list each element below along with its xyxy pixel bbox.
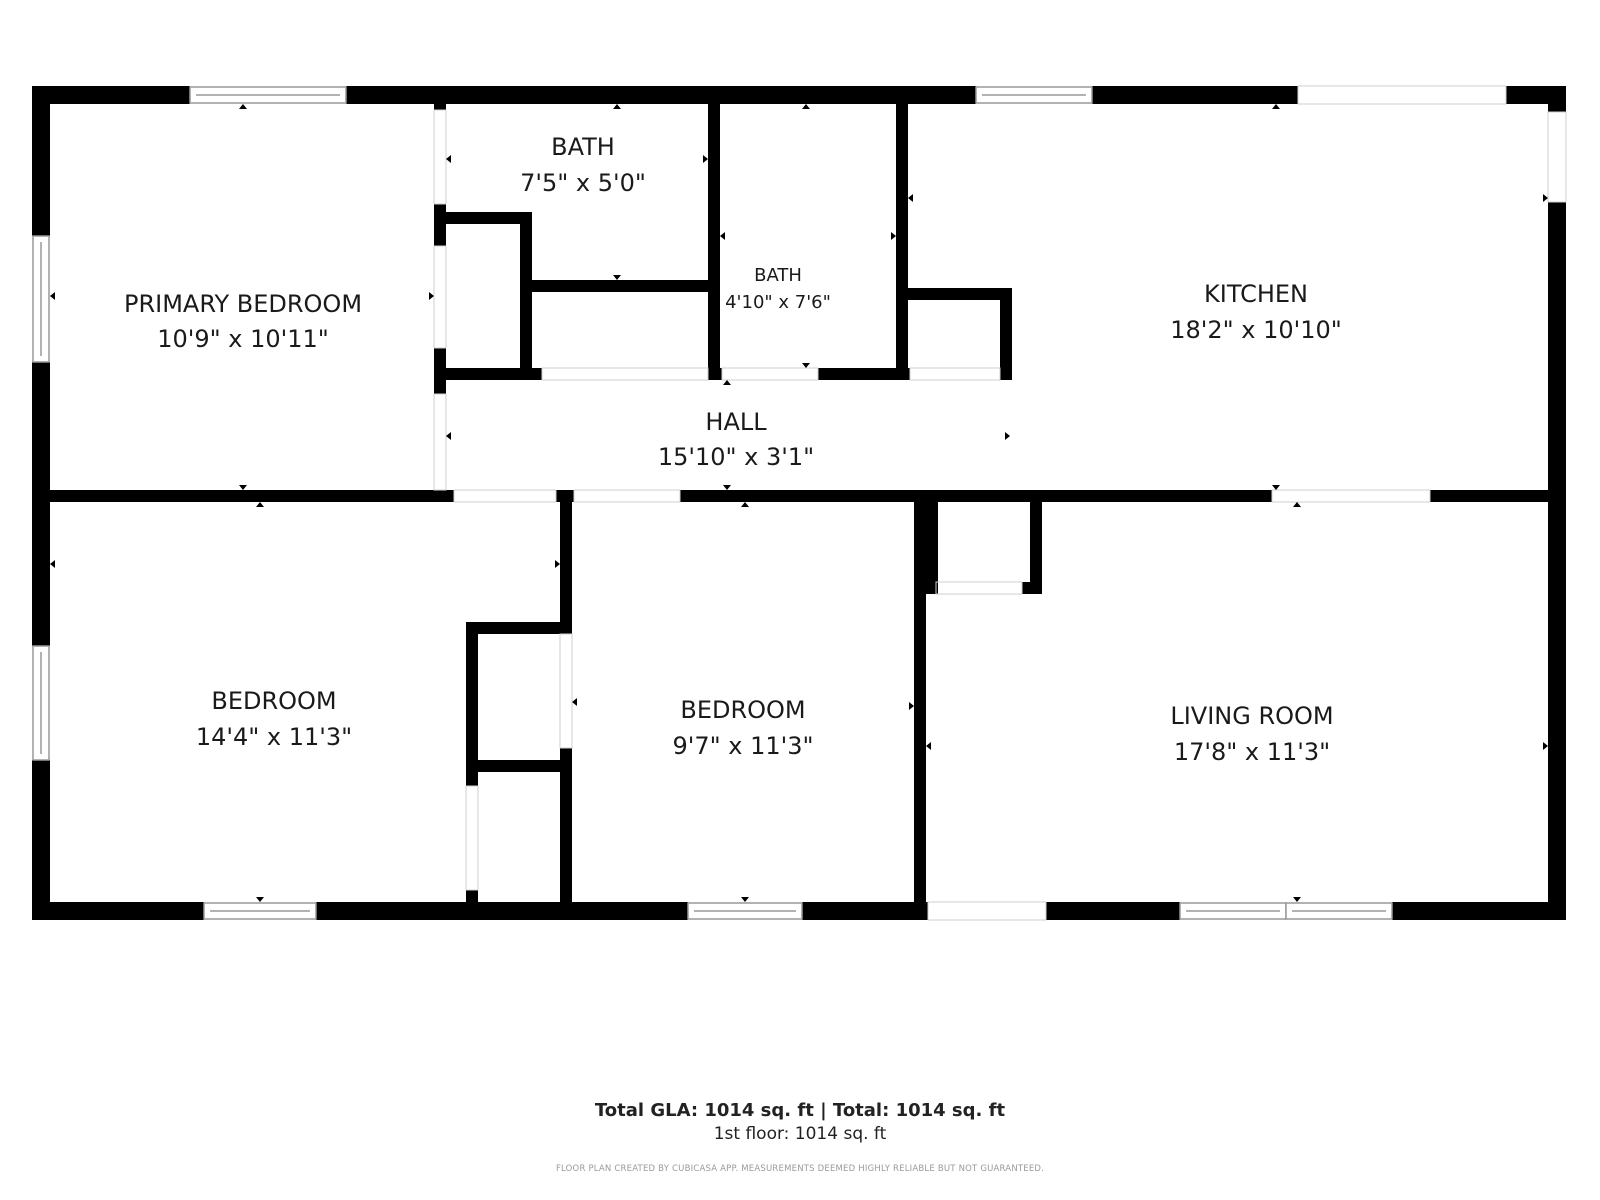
room-name-living-room: LIVING ROOM — [1170, 702, 1333, 730]
windows — [32, 86, 1393, 920]
room-dims-bedroom-2: 9'7" x 11'3" — [672, 732, 813, 760]
room-name-primary-bedroom: PRIMARY BEDROOM — [124, 290, 362, 318]
dimension-markers — [50, 104, 1548, 902]
room-name-bedroom-1: BEDROOM — [211, 687, 336, 715]
openings — [433, 85, 1567, 921]
room-dims-bath-1: 7'5" x 5'0" — [520, 169, 646, 197]
room-name-bath-2: BATH — [754, 265, 802, 286]
room-name-bath-1: BATH — [551, 133, 615, 161]
room-dims-primary-bedroom: 10'9" x 10'11" — [157, 325, 329, 353]
room-name-bedroom-2: BEDROOM — [680, 696, 805, 724]
room-name-kitchen: KITCHEN — [1204, 280, 1308, 308]
room-name-hall: HALL — [705, 408, 767, 436]
room-dims-living-room: 17'8" x 11'3" — [1174, 738, 1330, 766]
room-dims-kitchen: 18'2" x 10'10" — [1170, 316, 1342, 344]
room-dims-bedroom-1: 14'4" x 11'3" — [196, 723, 352, 751]
interior-walls — [32, 104, 1566, 920]
floor-area: 1st floor: 1014 sq. ft — [713, 1124, 887, 1144]
room-dims-bath-2: 4'10" x 7'6" — [725, 292, 831, 313]
outer-walls — [32, 86, 1566, 920]
room-dims-hall: 15'10" x 3'1" — [658, 443, 814, 471]
total-area: Total GLA: 1014 sq. ft | Total: 1014 sq.… — [594, 1100, 1006, 1121]
disclaimer-note: FLOOR PLAN CREATED BY CUBICASA APP. MEAS… — [555, 1164, 1045, 1174]
room-labels: PRIMARY BEDROOM 10'9" x 10'11" BATH 7'5"… — [124, 133, 1342, 766]
